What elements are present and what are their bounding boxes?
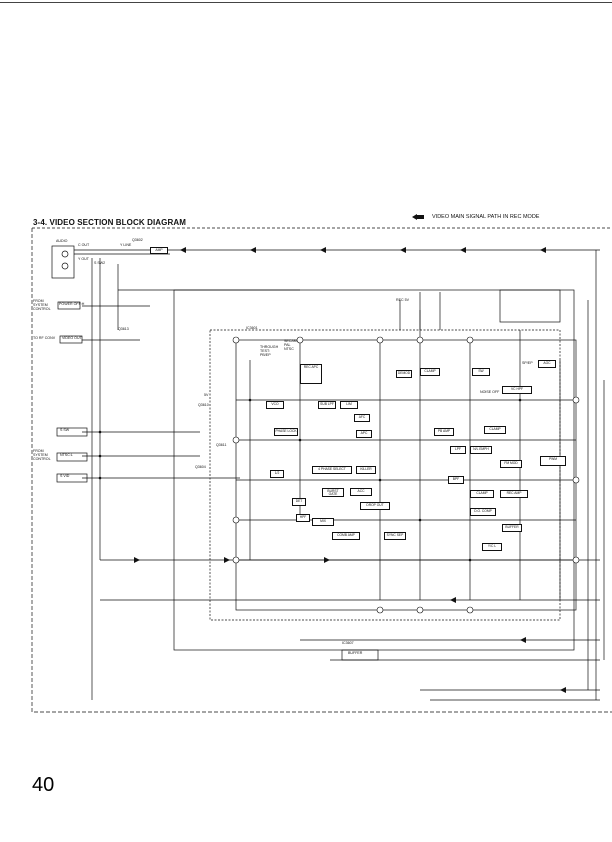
block-clamp-3: CLAMP [470, 490, 494, 498]
label-video-out-tag: VIDEO OUT [62, 336, 82, 340]
block-bpf: BPF [448, 476, 464, 484]
label-s-vid: S VID [60, 474, 70, 478]
page-number: 40 [32, 774, 55, 796]
left-arrow-icon [412, 214, 424, 220]
label-q3613: Q3613 [118, 327, 129, 331]
block-vco: VCO [266, 401, 284, 409]
block-fm-mod: FM MOD [500, 460, 522, 468]
label-q3611: Q3611 [216, 443, 227, 447]
legend-text: VIDEO MAIN SIGNAL PATH IN REC MODE [432, 214, 540, 220]
legend: VIDEO MAIN SIGNAL PATH IN REC MODE [412, 214, 539, 220]
block-amp-q3602: AMP [150, 247, 168, 254]
label-vcc-5v: 5V [204, 393, 209, 397]
label-q3602: Q3602 [132, 238, 143, 242]
block-mix: MIX [312, 518, 334, 526]
label-through-test: THROUGH TEST: PB/EP [260, 345, 279, 357]
label-c-out: C OUT [78, 243, 90, 247]
label-secam-pal: SECAM PAL NTSC [284, 339, 297, 351]
block-agc: AGC [538, 360, 556, 368]
block-lim: LIM [340, 401, 358, 409]
block-phase-lock: PHASE LOCK [274, 428, 298, 436]
block-burst-gate: BURST GATE [322, 488, 344, 497]
page-title: 3-4. VIDEO SECTION BLOCK DIAGRAM [33, 218, 186, 227]
label-to-rf-conv: TO RF CONV [33, 336, 56, 340]
label-q3604: Q3604 [195, 465, 206, 469]
block-buffer: BUFFER [502, 524, 522, 532]
block-lpf: LPF [450, 446, 466, 454]
block-1-2: 1/2 [270, 470, 284, 478]
label-ntsc: NTSC:L [60, 453, 73, 457]
block-sw: SW [472, 368, 490, 376]
label-y-line: Y LINE [120, 243, 132, 247]
block-apc: APC [356, 430, 372, 438]
block-phase-select: 4 PHASE SELECT [312, 466, 352, 474]
block-ycl: Y/C L [482, 543, 502, 551]
page-top-rule [0, 2, 612, 3]
block-afc: AFC [354, 414, 370, 422]
label-sp-ep: SP/EP [522, 361, 533, 365]
block-dropout-comp: D.O. COMP [470, 508, 496, 516]
block-clamp: CLAMP [420, 368, 440, 376]
label-q3610: Q3610 [198, 403, 209, 407]
block-clamp-2: CLAMP [484, 426, 506, 434]
label-y-out: Y OUT [78, 257, 89, 261]
block-pb-amp: PB AMP [434, 428, 454, 436]
block-nl-emph: N/L EMPH [470, 446, 492, 454]
label-buffer: BUFFER [348, 651, 363, 655]
block-acc: ACC [350, 488, 372, 496]
block-drop-out: DROP OUT [360, 502, 390, 510]
block-rec-amp: REC AMP [500, 490, 528, 498]
block-det: DET [292, 498, 306, 506]
label-power-off: POWER OFF:H [59, 302, 85, 306]
label-audio: AUDIO [56, 239, 68, 243]
block-demod: DEMOD [396, 370, 412, 378]
label-s-sw: S SW [60, 428, 70, 432]
label-s-sw2: S SW2 [94, 261, 106, 265]
block-pwm: PWM [540, 456, 566, 466]
block-hpf: HPF [296, 514, 310, 522]
block-vc-hpf: VC HPF [502, 386, 532, 394]
block-comb-amp: COMB AMP [332, 532, 360, 540]
label-ic3601: IC3601 [246, 326, 258, 330]
block-sub-lpf: SUB LPF [318, 401, 336, 409]
label-from-system-control-2: FROM SYSTEM CONTROL [33, 449, 51, 461]
label-from-system-control: FROM SYSTEM CONTROL [33, 299, 51, 311]
label-ic3607: IC3607 [342, 641, 354, 645]
block-rec-apc: REC APC [300, 364, 322, 384]
label-rec-5v: REC 5V [396, 298, 409, 302]
block-sync-sep: SYNC SEP [384, 532, 406, 540]
label-noise-off: NOISE OFF [480, 390, 500, 394]
block-killer: KILLER [356, 466, 376, 474]
